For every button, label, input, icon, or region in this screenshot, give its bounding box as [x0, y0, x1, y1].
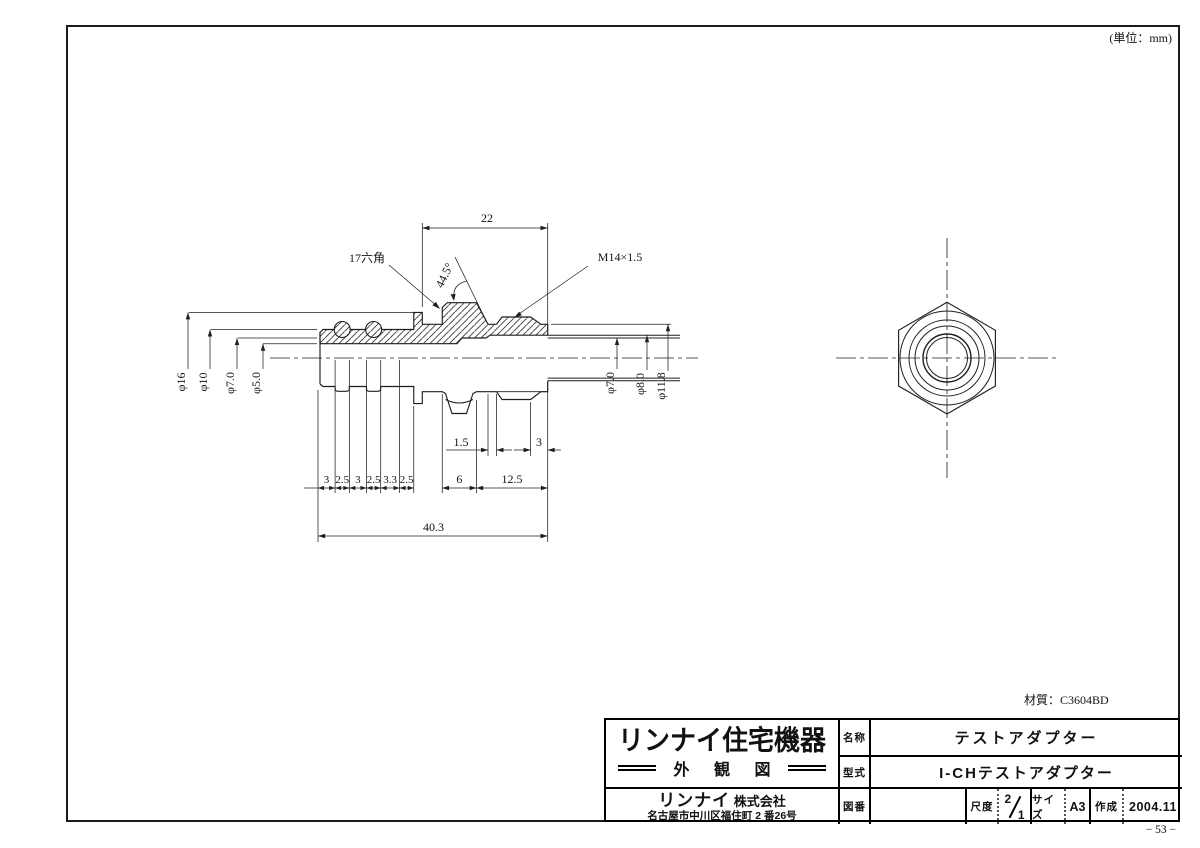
material-note: 材質：C3604BD: [1024, 693, 1109, 707]
dim-thread-length: 12.5: [502, 472, 523, 486]
drawing-type-label: 外 観 図: [673, 762, 781, 780]
scale-label: 尺度: [967, 789, 999, 824]
size-value: A3: [1066, 789, 1091, 824]
company-name: リンナイ 株式会社: [658, 791, 786, 811]
dim-chamfer-angle: 44.5°: [432, 260, 456, 290]
page-number: − 53 −: [1145, 824, 1176, 836]
dimension-arrows: [185, 225, 671, 539]
dim-top-width: 22: [481, 211, 493, 225]
scale-fraction: 2 1: [1004, 791, 1026, 822]
model-label: 型式: [840, 757, 871, 789]
side-view: [270, 302, 698, 415]
created-value: 2004.11: [1129, 799, 1177, 814]
name-value: テストアダプター: [871, 720, 1182, 757]
dim-seg-4: 2.5: [367, 474, 381, 486]
dim-seg-6: 2.5: [400, 474, 414, 486]
dim-dia-10: φ10: [196, 373, 210, 392]
dim-dia-5: φ5.0: [249, 372, 263, 394]
company-brand: リンナイ: [658, 790, 731, 810]
dim-undercut: 1.5: [454, 435, 469, 449]
title-block: リンナイ住宅機器 外 観 図 リンナイ 株式会社 名古屋市中川区福住町 2 番2…: [604, 718, 1182, 824]
dimension-labels: 22 17六角 M14×1.5 44.5° φ16 φ10 φ7.0 φ5.0 …: [174, 211, 668, 534]
dim-thread-end: 3: [536, 435, 542, 449]
name-label: 名称: [840, 720, 871, 757]
scale-value: 2 1: [999, 789, 1032, 824]
dim-dia-118: φ11.8: [654, 372, 668, 399]
dim-total-length: 40.3: [423, 520, 444, 534]
company-cell: リンナイ 株式会社 名古屋市中川区福住町 2 番26号: [606, 789, 840, 824]
dim-dia-7r: φ7.0: [603, 372, 617, 394]
scale-numerator: 2: [1004, 791, 1012, 806]
o-ring-section-1: [333, 320, 351, 339]
side-view-lower-profile: [319, 380, 549, 415]
dim-dia-8: φ8.0: [633, 373, 647, 395]
dimension-linework: [187, 223, 671, 542]
drawing-number-value: [871, 789, 967, 824]
company-logo: リンナイ住宅機器: [617, 724, 826, 756]
dim-thread-leader: M14×1.5: [598, 250, 642, 264]
logo-rule-right: [788, 765, 827, 772]
dim-dia-7l: φ7.0: [223, 372, 237, 394]
end-view: [836, 238, 1058, 478]
dim-seg-5: 3.3: [383, 474, 397, 486]
dim-hex-leader: 17六角: [349, 251, 385, 265]
inlet-pipe: [547, 334, 680, 382]
dim-seg-2: 2.5: [335, 474, 349, 486]
created-label: 作成: [1091, 789, 1124, 824]
drawing-number-label: 図番: [840, 789, 871, 824]
dim-seg-3: 3: [355, 474, 361, 486]
size-label: サイズ: [1032, 789, 1066, 824]
model-value: I-CHテストアダプター: [871, 757, 1182, 789]
dim-seg-1: 3: [324, 474, 330, 486]
drawing-type: 外 観 図: [617, 756, 827, 780]
side-view-upper-section: [319, 302, 549, 345]
dim-dia-16: φ16: [174, 373, 188, 392]
unit-note: (単位：mm): [1109, 31, 1172, 45]
hex-chamfer-arc-lower: [445, 399, 474, 404]
o-ring-section-2: [365, 320, 383, 339]
logo-rule-left: [617, 765, 656, 772]
dim-hex-width: 6: [456, 472, 462, 486]
company-suffix: 株式会社: [730, 793, 786, 809]
company-address: 名古屋市中川区福住町 2 番26号: [647, 810, 797, 823]
scale-denominator: 1: [1017, 807, 1025, 822]
logo-cell: リンナイ住宅機器 外 観 図: [606, 720, 840, 789]
